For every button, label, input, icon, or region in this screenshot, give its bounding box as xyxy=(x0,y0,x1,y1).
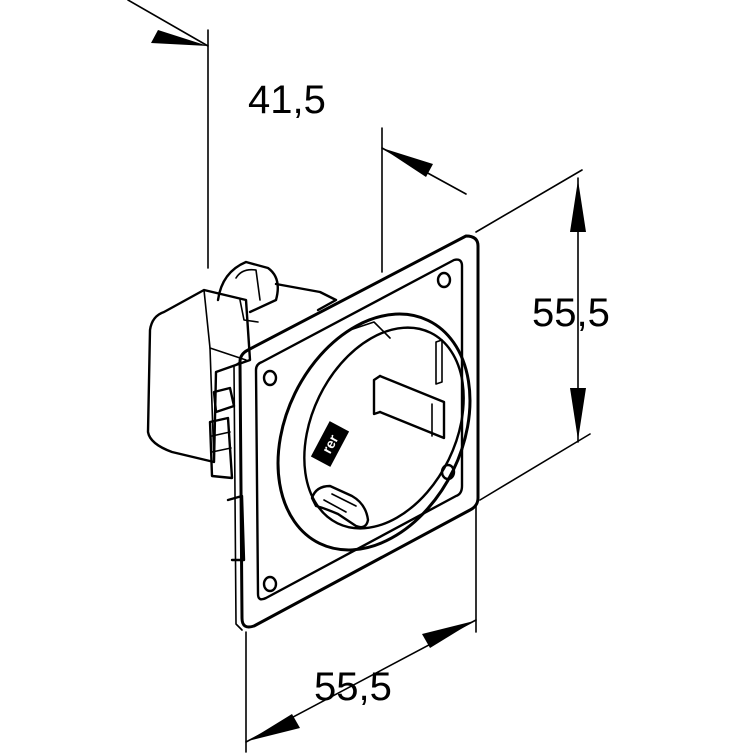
socket-insert: rer xyxy=(276,312,472,552)
width-dimension-label: 55,5 xyxy=(314,665,392,709)
housing-side-tab-upper xyxy=(212,386,236,414)
depth-dimension: 41,5 xyxy=(127,0,467,273)
earthing-contact-bottom xyxy=(310,484,370,529)
screw-hole-top-right xyxy=(436,271,452,289)
housing-edge-vertical xyxy=(209,347,215,463)
height-arrowhead-top xyxy=(570,180,586,232)
brand-mark-text: rer xyxy=(319,432,342,456)
height-dimension-label: 55,5 xyxy=(532,291,610,335)
width-arrowhead-left xyxy=(248,714,300,741)
rear-housing xyxy=(146,260,338,562)
housing-upper-rail xyxy=(274,282,338,312)
earthing-contact-right xyxy=(378,374,446,440)
height-extension-line-top xyxy=(475,169,583,233)
socket-cup-rim xyxy=(349,321,391,339)
frame-thickness-edge xyxy=(233,361,243,631)
earthing-contact-right-side xyxy=(372,374,382,416)
front-frame xyxy=(233,234,480,631)
housing-side-tab-lower xyxy=(208,416,234,480)
housing-clip-detail xyxy=(235,268,261,301)
width-dimension: 55,5 xyxy=(245,503,477,753)
housing-top-clip xyxy=(216,260,279,314)
depth-arrowhead-left xyxy=(151,30,208,46)
earthing-contact-bottom-detail xyxy=(323,493,357,513)
socket-outer-ring xyxy=(276,312,472,552)
brand-mark: rer xyxy=(310,421,350,467)
height-dimension: 55,5 xyxy=(475,169,610,501)
screw-hole-bottom-left xyxy=(262,575,278,593)
height-arrowhead-bottom xyxy=(570,388,586,440)
screw-hole-top-left xyxy=(262,369,278,387)
housing-side-tab-ribs xyxy=(211,431,232,453)
socket-side-slot xyxy=(435,339,443,385)
width-arrowhead-right xyxy=(422,621,474,648)
housing-clip-foot xyxy=(239,299,259,323)
housing-body xyxy=(146,288,252,464)
depth-arrowhead-right xyxy=(382,148,433,177)
socket-inner-ring xyxy=(303,326,465,530)
depth-dimension-label: 41,5 xyxy=(248,78,326,122)
depth-dimension-line-left xyxy=(127,0,209,47)
brand-mark-plate xyxy=(310,421,350,467)
frame-inner-edge xyxy=(254,258,464,601)
height-extension-line-bottom xyxy=(479,433,591,501)
frame-outer-edge xyxy=(238,234,480,629)
